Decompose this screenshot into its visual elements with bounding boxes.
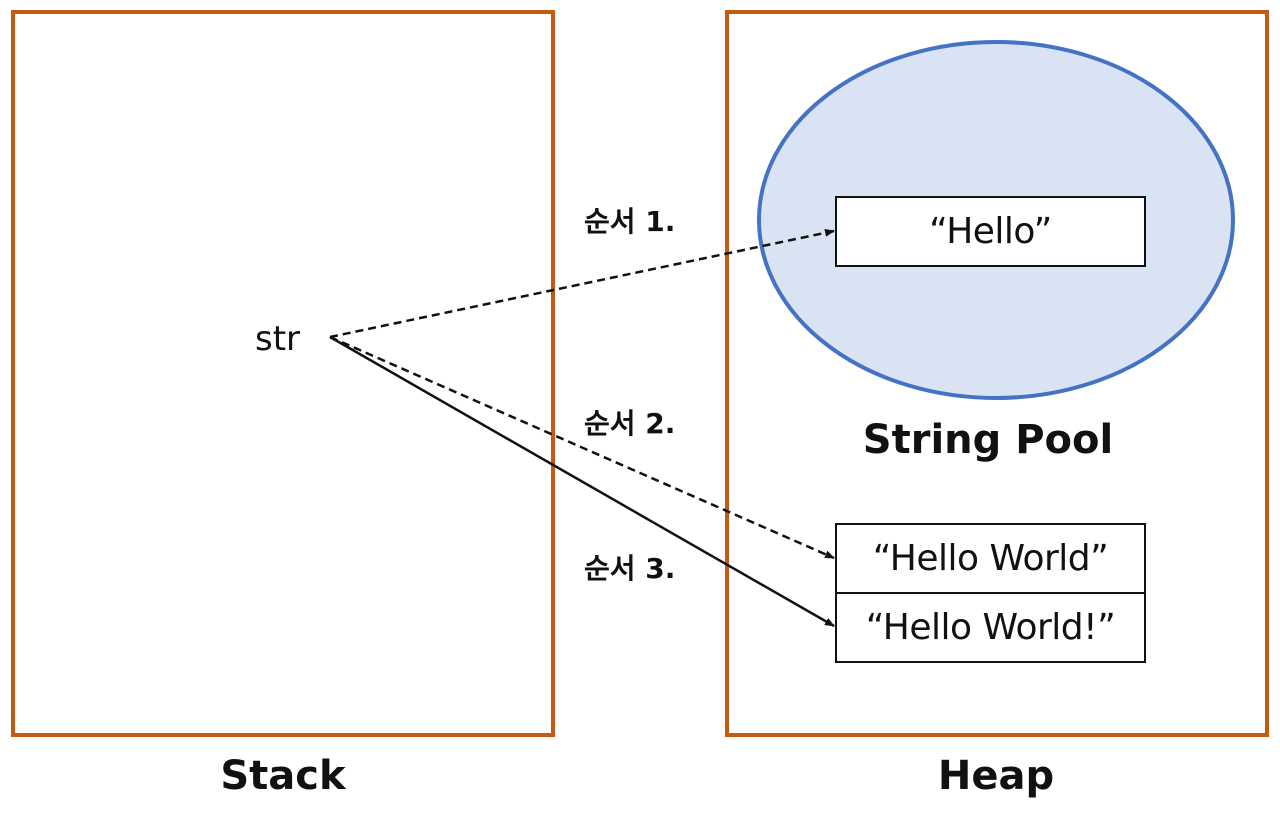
step-1-label: 순서 1.	[584, 205, 676, 238]
hello-string-box: “Hello”	[835, 196, 1146, 267]
stack-title: Stack	[220, 753, 346, 799]
hello-world-exclaim-string-box: “Hello World!”	[835, 592, 1146, 663]
heap-region	[725, 10, 1269, 737]
step-2-label: 순서 2.	[584, 407, 676, 440]
arrow-step-3	[329, 335, 835, 628]
heap-title: Heap	[937, 753, 1055, 799]
hello-world-string-box: “Hello World”	[835, 523, 1146, 594]
arrow-step-2	[329, 335, 835, 560]
step-3-label: 순서 3.	[584, 552, 676, 585]
string-pool-title: String Pool	[862, 417, 1114, 463]
stack-region	[11, 10, 555, 737]
arrow-step-1	[329, 228, 835, 339]
str-variable: str	[255, 319, 301, 359]
